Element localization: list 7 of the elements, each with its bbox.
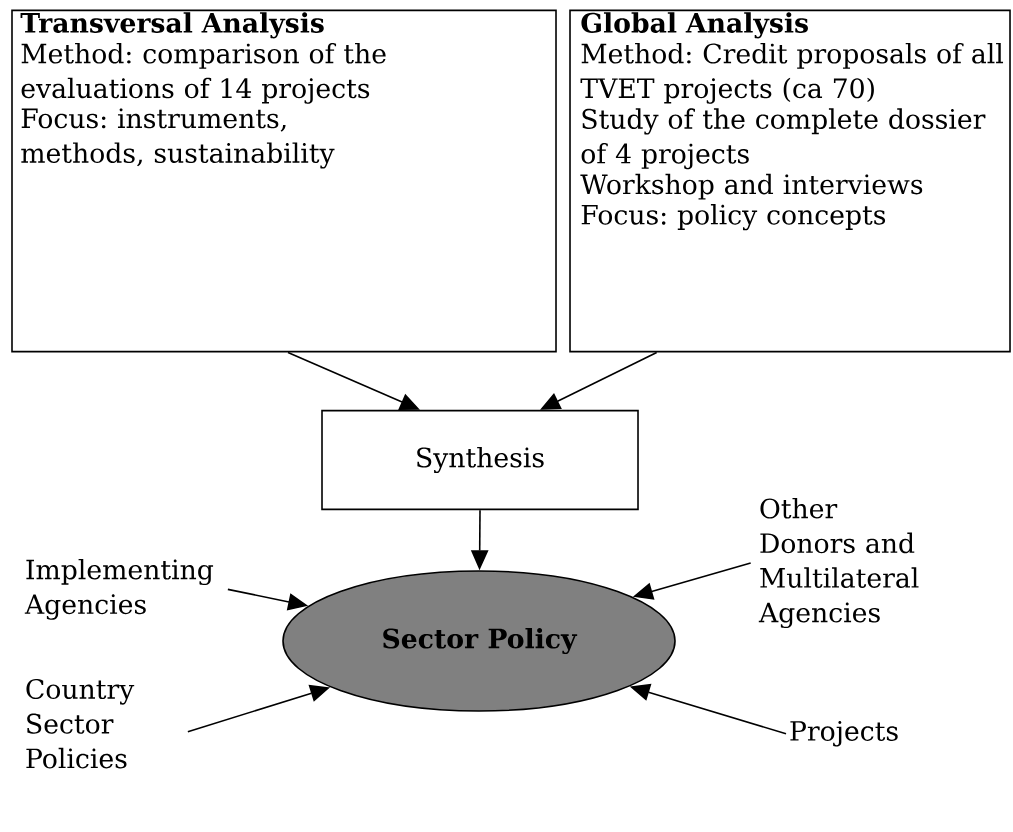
source-label: Implementing Agencies — [24, 558, 214, 620]
process-box: Synthesis — [321, 409, 639, 511]
source-label: Other Donors and Multilateral Agencies — [758, 497, 919, 629]
source-label: Projects — [790, 720, 898, 747]
analysis-box: Global Analysis Method: Credit proposals of all TVET projects (ca 70) Study of the complete dossier of 4 projects Workshop and interviews Focus: policy concepts — [569, 9, 1011, 353]
analysis-box: Transversal Analysis Method: comparison of the evaluations of 14 projects Focus: instruments, methods, sustainability — [11, 9, 557, 353]
source-label: Country Sector Policies — [26, 678, 135, 769]
